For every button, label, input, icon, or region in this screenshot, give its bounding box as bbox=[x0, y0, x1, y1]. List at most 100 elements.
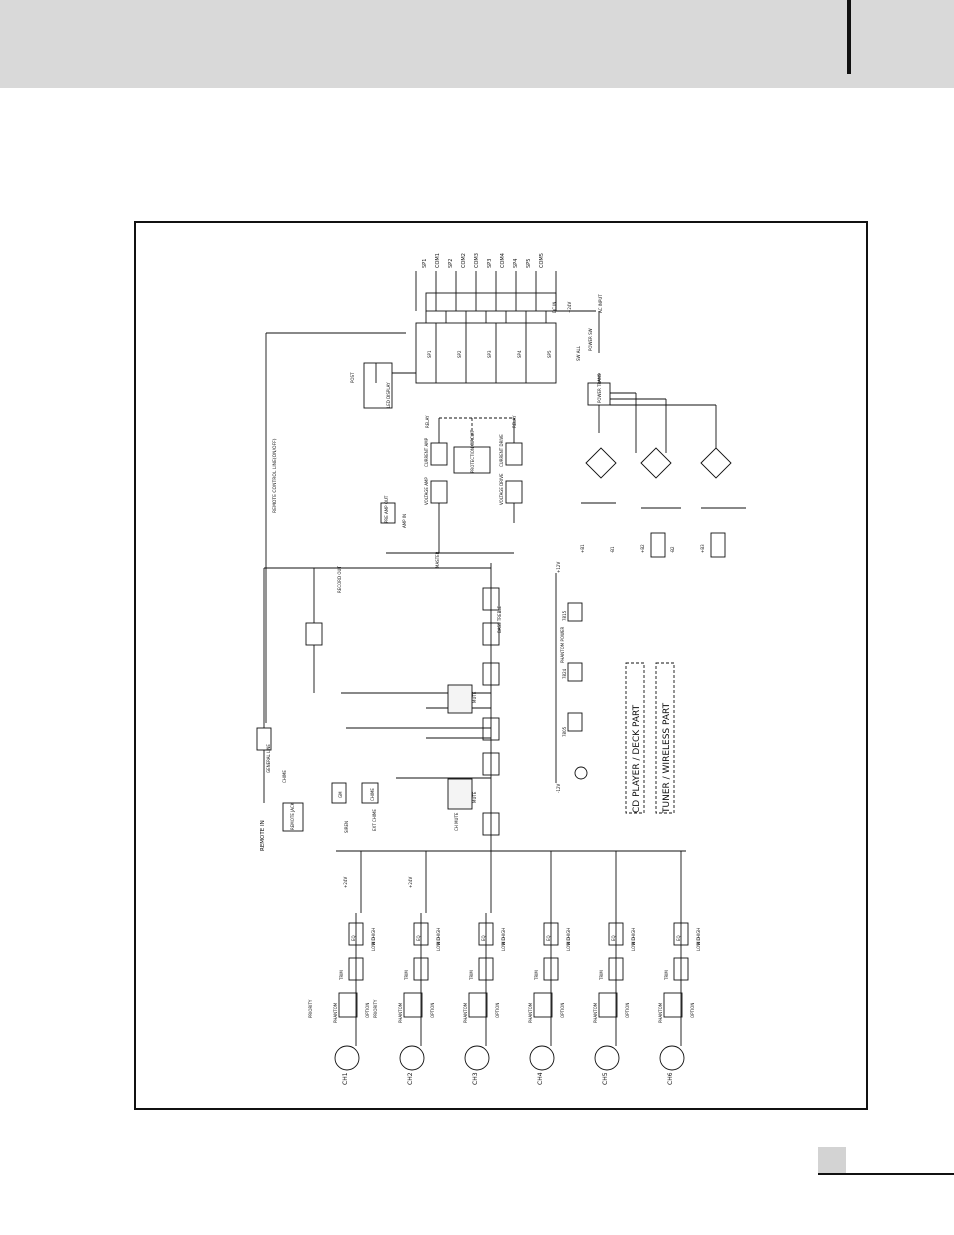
chime-label: CHIME bbox=[282, 770, 287, 783]
high-label: HIGH bbox=[631, 928, 636, 938]
low-label: LOW bbox=[566, 942, 571, 951]
trim-label: TRIM bbox=[339, 970, 344, 981]
option-module bbox=[533, 992, 553, 1018]
phantom-power-label: PHANTOM POWER bbox=[560, 626, 565, 663]
phantom-label: PHANTOM bbox=[333, 1002, 338, 1023]
high-label: HIGH bbox=[436, 928, 441, 938]
channel-label: CH2 bbox=[407, 1072, 414, 1085]
speaker-terminal-label: SP4 bbox=[513, 259, 519, 268]
sw-all-label: SW ALL bbox=[576, 345, 581, 361]
trim-label: TRIM bbox=[469, 970, 474, 981]
block-diagram: CH1PHANTOMOPTIONTRIMEQHIGHMIDLOWCH2PHANT… bbox=[256, 253, 746, 1085]
eq-label: EQ bbox=[611, 935, 616, 941]
option-label: OPTION bbox=[625, 1003, 630, 1018]
bass-treble-label: BASS TREBLE bbox=[497, 605, 502, 633]
xlr-connector-icon bbox=[594, 1045, 620, 1071]
speaker-terminal-label: SP5 bbox=[526, 259, 532, 268]
option-label: OPTION bbox=[365, 1003, 370, 1018]
master-label: MASTER bbox=[435, 551, 440, 568]
speaker-zone-label: SP1 bbox=[427, 350, 432, 358]
plus-24v-label: +24V bbox=[408, 877, 413, 888]
option-module bbox=[403, 992, 423, 1018]
dc-24v-label: +24V bbox=[567, 302, 572, 313]
speaker-terminal-label: COM3 bbox=[474, 253, 480, 268]
option-module bbox=[663, 992, 683, 1018]
xlr-connector-icon bbox=[529, 1045, 555, 1071]
speaker-terminal-label: SP3 bbox=[487, 259, 493, 268]
header-tab-marker bbox=[847, 0, 851, 74]
remote-jack-label: REMOTE JACK bbox=[290, 802, 295, 830]
power-trans-label: POWER TRANS bbox=[597, 373, 602, 403]
rail-voltage-label: -B1 bbox=[610, 546, 615, 553]
gm-label: GM bbox=[338, 791, 343, 798]
high-label: HIGH bbox=[566, 928, 571, 938]
speaker-terminal-label: COM5 bbox=[539, 253, 545, 268]
speaker-zone-label: SP4 bbox=[517, 350, 522, 358]
trim-label: TRIM bbox=[664, 970, 669, 981]
channel-label: CH6 bbox=[667, 1072, 674, 1085]
option-label: OPTION bbox=[560, 1003, 565, 1018]
speaker-zone-label: SP5 bbox=[547, 350, 552, 358]
rail-voltage-label: +B1 bbox=[580, 544, 585, 553]
regulator-label: 7824 bbox=[562, 668, 567, 679]
remote-control-line-label: REMOTE CONTROL LINE(ON/OFF) bbox=[272, 438, 278, 513]
led-display-label: LED DISPLAY bbox=[386, 382, 391, 408]
plus-24v-label: +24V bbox=[343, 877, 348, 888]
option-module bbox=[468, 992, 488, 1018]
option-label: OPTION bbox=[430, 1003, 435, 1018]
high-label: HIGH bbox=[696, 928, 701, 938]
trim-label: TRIM bbox=[534, 970, 539, 981]
chime-label: CHIME bbox=[370, 788, 375, 801]
low-label: LOW bbox=[631, 942, 636, 951]
option-label: OPTION bbox=[495, 1003, 500, 1018]
mid-label: MID bbox=[631, 937, 636, 945]
plus-12v-label: +12V bbox=[556, 562, 561, 573]
regulator-label: 7815 bbox=[562, 610, 567, 621]
speaker-terminal-label: COM1 bbox=[435, 253, 441, 268]
phantom-label: PHANTOM bbox=[463, 1002, 468, 1023]
dc-in-label: DC IN bbox=[552, 302, 557, 313]
phantom-label: PHANTOM bbox=[528, 1002, 533, 1023]
current-drive-label: CURRENT DRIVE bbox=[499, 434, 504, 467]
speaker-zone-label: SP2 bbox=[457, 350, 462, 358]
eq-label: EQ bbox=[546, 935, 551, 941]
priority-label: PRIORITY bbox=[308, 999, 313, 1018]
voltage-amp-label: VOLTAGE AMP bbox=[424, 477, 429, 505]
xlr-connector-icon bbox=[464, 1045, 490, 1071]
siren-label: SIREN bbox=[344, 821, 349, 833]
low-label: LOW bbox=[371, 942, 376, 951]
mid-label: MID bbox=[566, 937, 571, 945]
low-label: LOW bbox=[696, 942, 701, 951]
mid-label: MID bbox=[371, 937, 376, 945]
eq-label: EQ bbox=[481, 935, 486, 941]
speaker-terminal-label: SP1 bbox=[422, 259, 428, 268]
rail-voltage-label: +B3 bbox=[700, 544, 705, 553]
minus-12v-label: -12V bbox=[556, 783, 561, 793]
phantom-label: PHANTOM bbox=[593, 1002, 598, 1023]
current-amp-label: CURRENT AMP bbox=[424, 437, 429, 467]
eq-label: EQ bbox=[351, 935, 356, 941]
post-label: POST bbox=[350, 372, 355, 383]
eq-label: EQ bbox=[416, 935, 421, 941]
speaker-zone-label: SP3 bbox=[487, 350, 492, 358]
voltage-drive-label: VOLTAGE DRIVE bbox=[499, 473, 504, 505]
channel-label: CH5 bbox=[602, 1072, 609, 1085]
mid-label: MID bbox=[501, 937, 506, 945]
speaker-terminal-label: COM4 bbox=[500, 253, 506, 268]
pre-amp-out-label: PRE AMP OUT bbox=[384, 495, 389, 523]
remote-in-label: REMOTE IN bbox=[260, 820, 266, 851]
xlr-connector-icon bbox=[334, 1045, 360, 1071]
page-number-box bbox=[818, 1147, 846, 1174]
protection-circuit-label: PROTECTION CIRCUIT bbox=[470, 429, 475, 473]
record-out-label: RECORD OUT bbox=[337, 566, 342, 593]
rail-voltage-label: -B2 bbox=[670, 546, 675, 553]
ch-mute-label: CH MUTE bbox=[454, 812, 459, 831]
channel-label: CH1 bbox=[342, 1072, 349, 1085]
cd-deck-part-label: CD PLAYER / DECK PART bbox=[632, 704, 642, 813]
relay-label: RELAY bbox=[425, 415, 430, 428]
speaker-terminal-label: SP2 bbox=[448, 259, 454, 268]
power-sw-label: POWER SW bbox=[588, 328, 593, 351]
general-line-label: GENERAL LINE bbox=[266, 744, 271, 773]
